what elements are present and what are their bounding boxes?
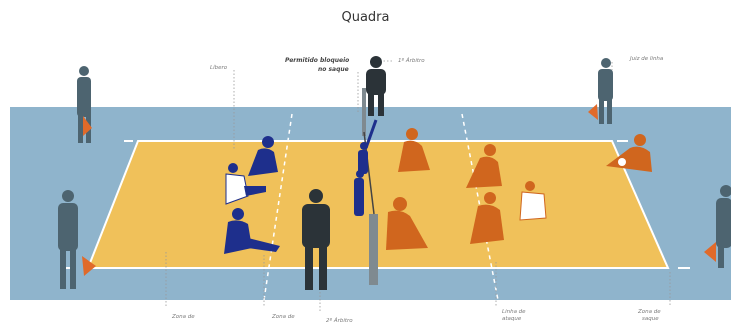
- block-label-line2: no saque: [318, 66, 349, 73]
- zone-right-label-a: Zona de: [637, 309, 661, 315]
- libero-label: Líbero: [210, 64, 228, 71]
- attack-line-label-a: Linha de: [502, 309, 526, 315]
- net-post-back: [362, 88, 366, 136]
- first-referee-label: 1º Árbitro: [398, 57, 425, 64]
- zone-left-a-label: Zona de: [171, 314, 195, 320]
- line-judge-label: Juiz de linha: [629, 56, 664, 62]
- zone-left-b-label: Zona de: [271, 314, 295, 320]
- net-post-front: [369, 214, 378, 285]
- block-label-line1: Permitido bloqueio: [285, 57, 349, 64]
- second-referee-label: 2º Árbitro: [326, 317, 353, 324]
- zone-right-label-b: saque: [642, 316, 659, 322]
- attack-line-label-b: ataque: [502, 316, 522, 322]
